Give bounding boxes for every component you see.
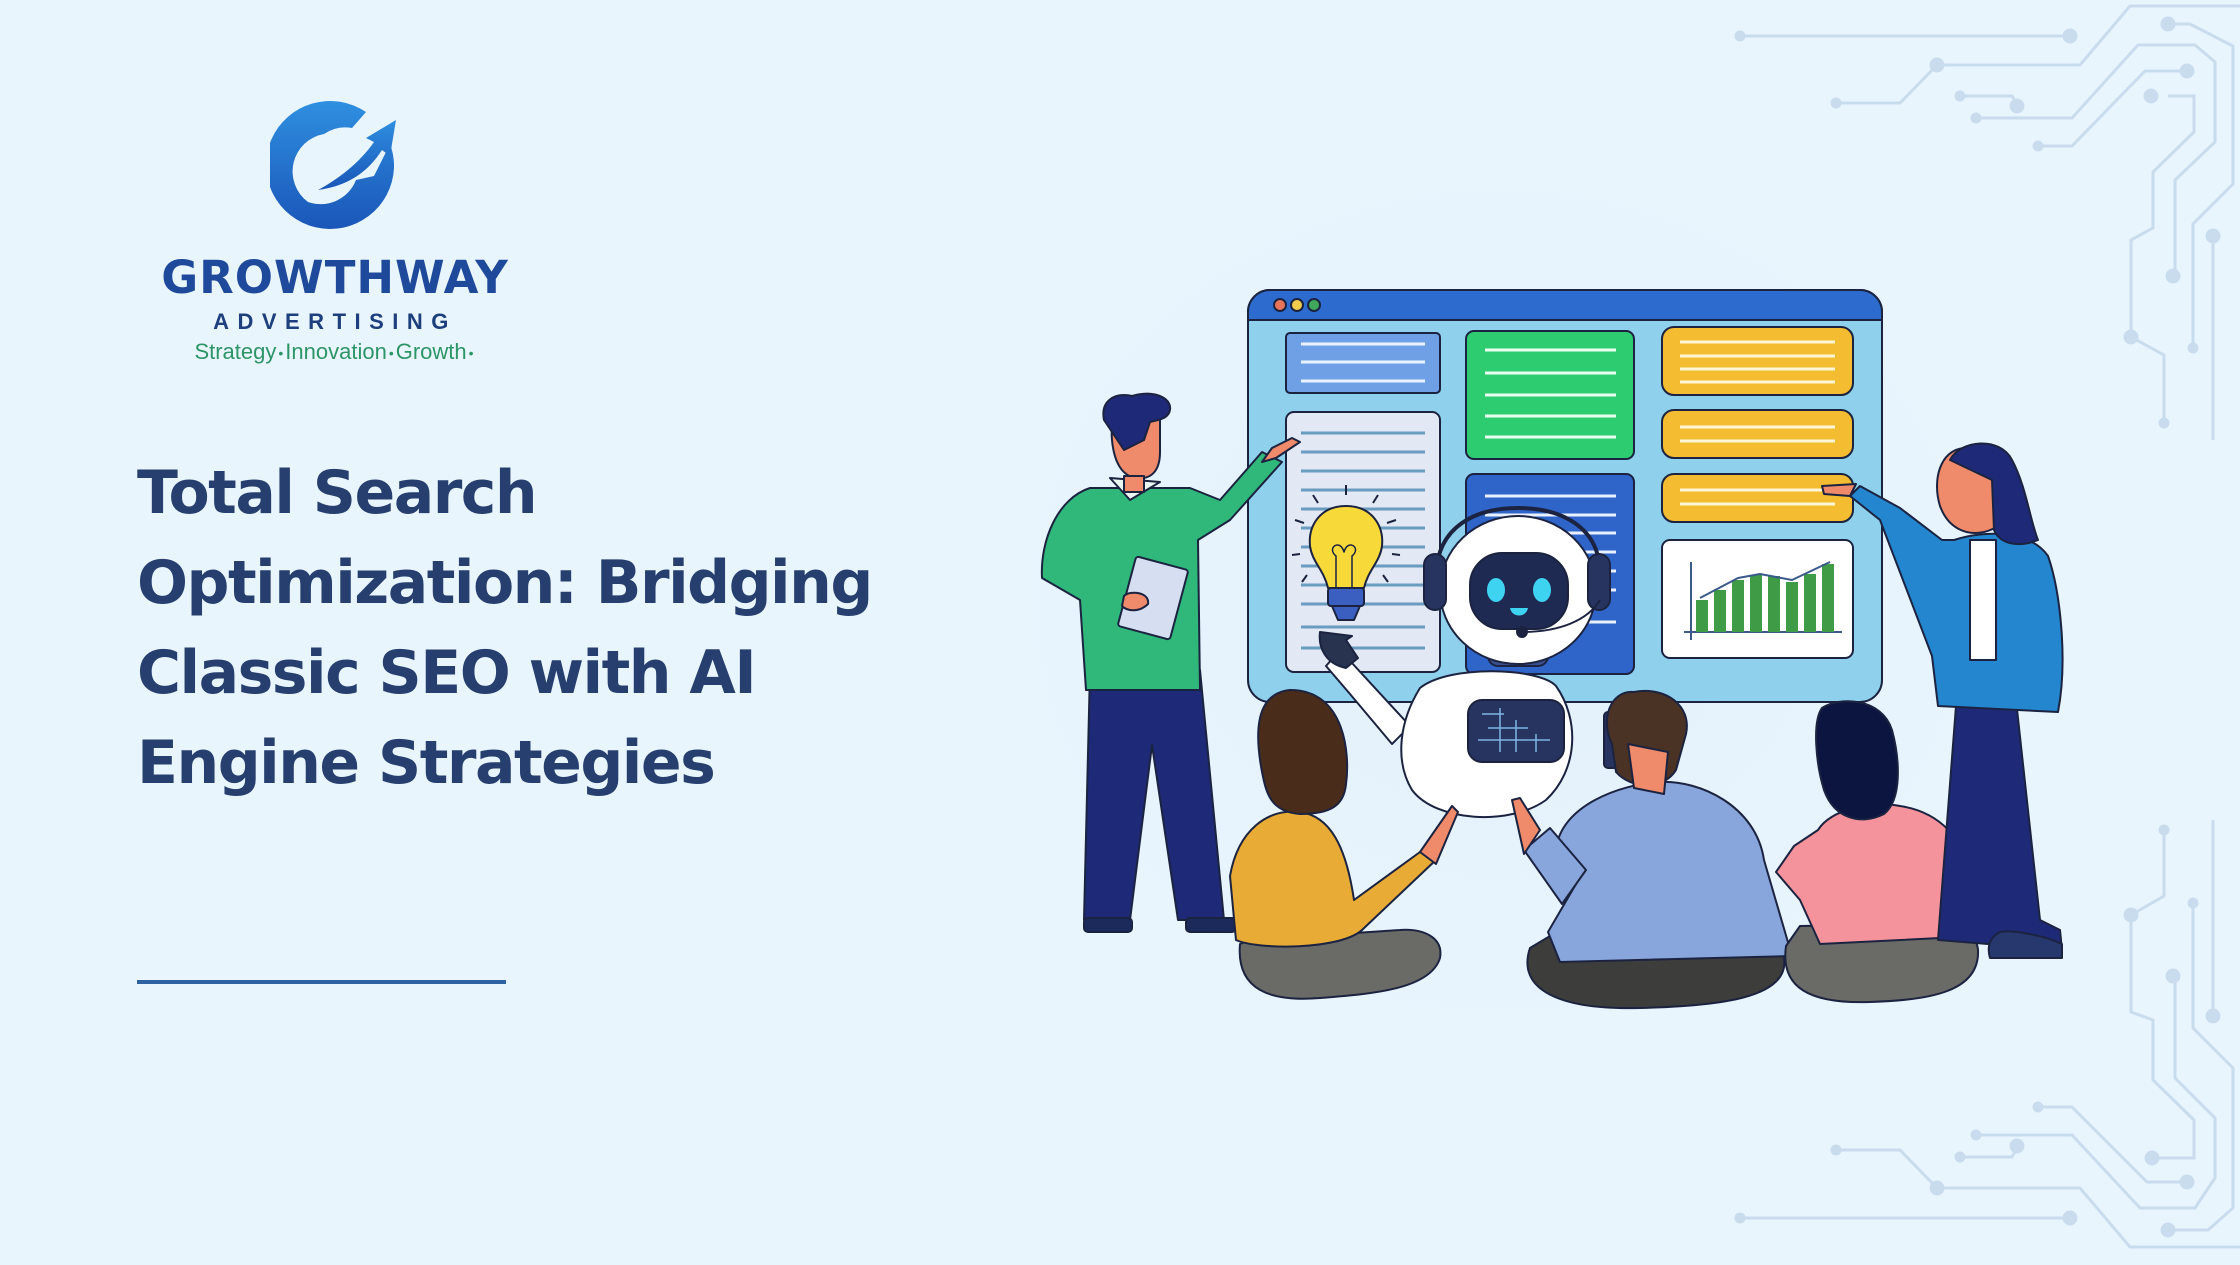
page-title: Total Search Optimization: Bridging Clas…: [137, 448, 937, 808]
sitting-man-blue-figure: [1511, 689, 1793, 1010]
brand-name: GROWTHWAY: [161, 251, 509, 304]
standing-woman-figure: [1821, 442, 2064, 959]
tagline-growth: Growth: [395, 339, 467, 364]
brand-tagline: Strategy•Innovation•Growth•: [150, 338, 520, 367]
title-line-2: Optimization: Bridging: [137, 548, 873, 618]
title-line-3: Classic SEO with AI: [137, 638, 757, 708]
title-line-4: Engine Strategies: [137, 728, 716, 798]
browser-window-graphic: [1247, 289, 1883, 703]
tagline-strategy: Strategy: [194, 339, 277, 364]
tagline-innovation: Innovation: [285, 339, 387, 364]
tagline-separator: •: [388, 345, 394, 362]
tagline-separator: •: [278, 345, 284, 362]
title-divider: [137, 980, 506, 984]
brand-subtitle: ADVERTISING: [213, 309, 457, 334]
robot-figure: [1318, 506, 1619, 819]
hero-illustration: [1030, 280, 2110, 1020]
growthway-logo-icon: [266, 98, 404, 242]
tagline-separator: •: [468, 345, 474, 362]
standing-man-figure: [1040, 392, 1301, 933]
circuit-decoration: [1700, 0, 2240, 1260]
sitting-woman-yellow-figure: [1229, 689, 1459, 1000]
title-line-1: Total Search: [137, 458, 538, 528]
lightbulb-icon: [1291, 485, 1401, 621]
